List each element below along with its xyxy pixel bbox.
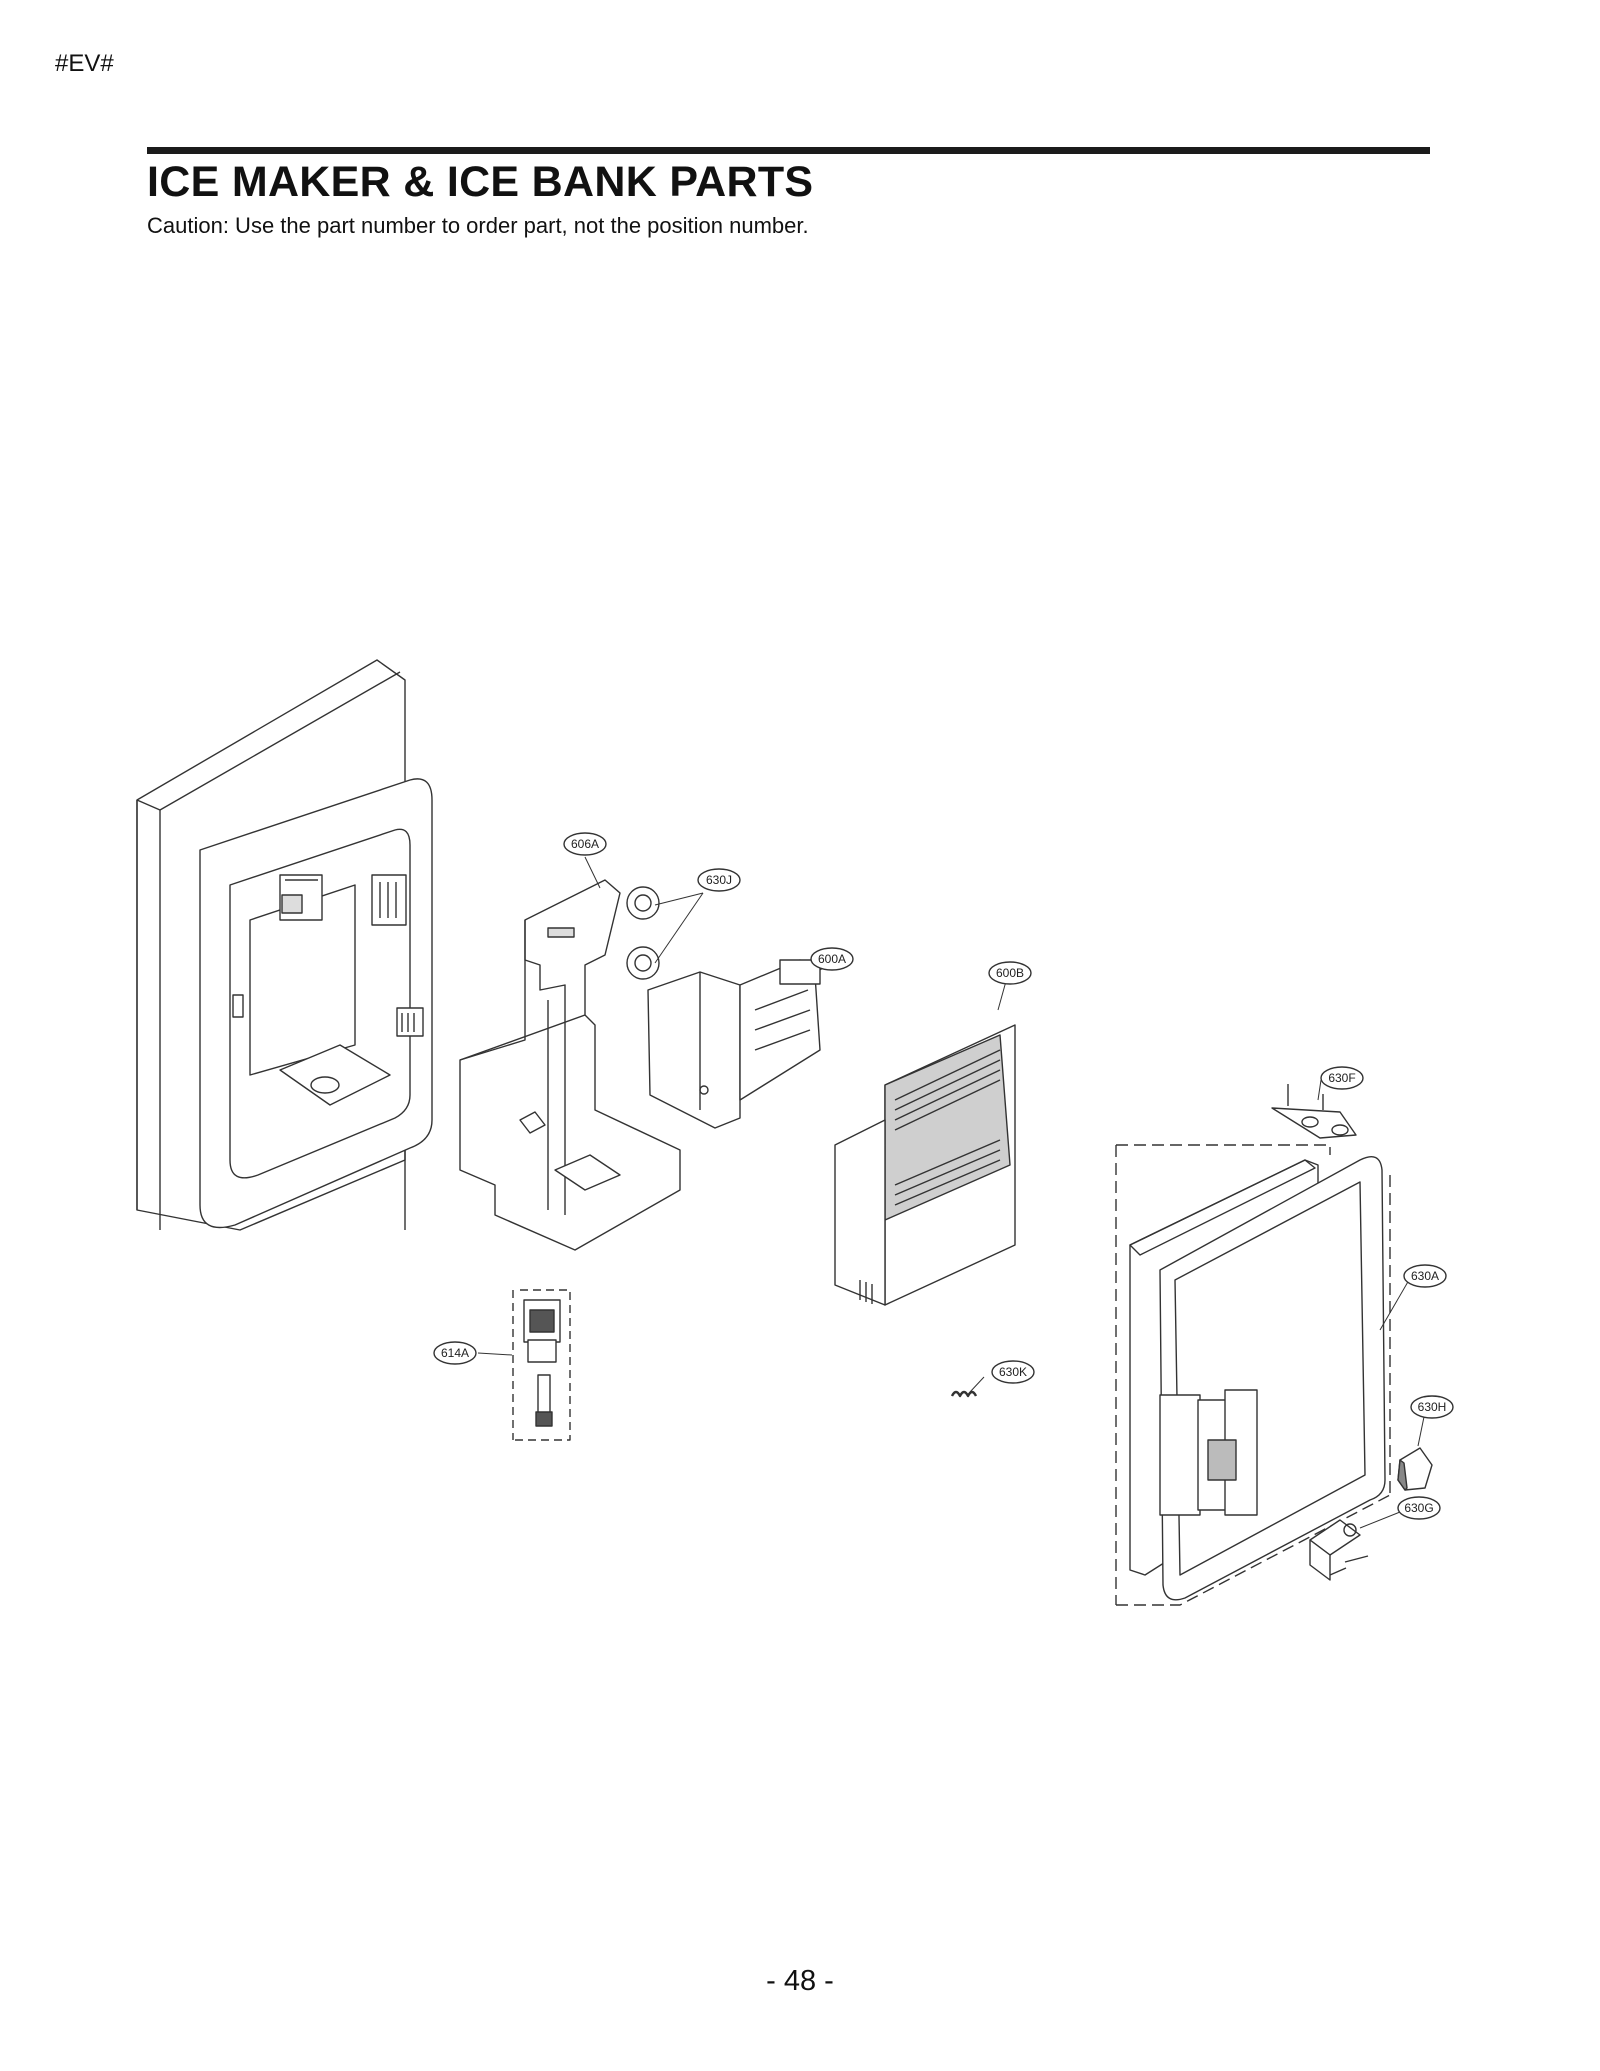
callout-630A: 630A: [1403, 1264, 1447, 1288]
title-rule: [147, 147, 1430, 154]
callout-600A: 600A: [810, 947, 854, 971]
callout-label: 630G: [1404, 1501, 1433, 1515]
nut-630J: [626, 886, 660, 980]
callout-label: 600A: [818, 952, 846, 966]
hinge-630F: [1271, 1084, 1357, 1139]
callout-614A: 614A: [433, 1341, 477, 1365]
cap-630H: [1397, 1447, 1433, 1491]
ice-bank-bracket-606A: [459, 879, 681, 1251]
callout-label: 630A: [1411, 1269, 1439, 1283]
callout-630F: 630F: [1320, 1066, 1364, 1090]
callout-label: 600B: [996, 966, 1024, 980]
door-inner-panel: [136, 659, 433, 1231]
callout-630G: 630G: [1397, 1496, 1441, 1520]
bracket-630G: [1309, 1519, 1369, 1581]
callout-600B: 600B: [988, 961, 1032, 985]
callout-630H: 630H: [1410, 1395, 1454, 1419]
callout-label: 630K: [999, 1365, 1027, 1379]
callout-label: 614A: [441, 1346, 469, 1360]
callout-label: 606A: [571, 837, 599, 851]
callout-630K: 630K: [991, 1360, 1035, 1384]
callout-label: 630F: [1328, 1071, 1355, 1085]
callout-label: 630H: [1418, 1400, 1447, 1414]
callout-606A: 606A: [563, 832, 607, 856]
spring-630K: [950, 1390, 978, 1398]
ice-maker-600A: [647, 959, 821, 1129]
caution-note: Caution: Use the part number to order pa…: [147, 213, 809, 238]
water-valve-614A: [512, 1289, 571, 1441]
callout-label: 630J: [706, 873, 732, 887]
ice-compartment-door-630A: [1115, 1144, 1391, 1606]
page-number: - 48 -: [766, 1965, 834, 1997]
page-title: ICE MAKER & ICE BANK PARTS: [147, 158, 814, 206]
model-code: #EV#: [55, 50, 114, 77]
ice-bank-600B: [834, 1024, 1016, 1306]
callout-630J: 630J: [697, 868, 741, 892]
